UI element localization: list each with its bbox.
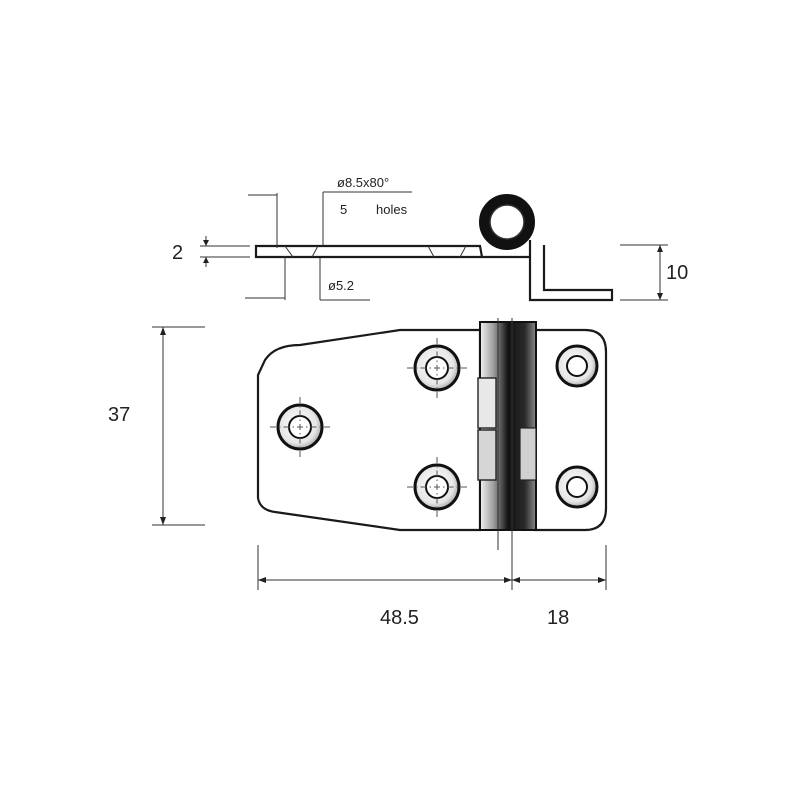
side-view: ø8.5x80° 5 holes ø5.2 2 10 xyxy=(172,175,688,302)
screw-hole xyxy=(407,338,467,398)
side-bent-leaf xyxy=(528,240,614,302)
countersink-marks xyxy=(284,245,467,258)
short-leaf-length-label: 18 xyxy=(547,607,569,629)
height-label: 10 xyxy=(666,262,688,284)
holes-count: 5 xyxy=(340,202,347,217)
knuckle-segment xyxy=(519,427,537,481)
thickness-label: 2 xyxy=(172,242,183,264)
side-plate xyxy=(254,244,484,259)
countersink-label: ø8.5x80° xyxy=(337,175,389,190)
knuckle-segment xyxy=(477,377,497,429)
screw-hole xyxy=(555,465,599,509)
short-leaf xyxy=(533,328,608,532)
knuckle-segment xyxy=(477,429,497,481)
screw-hole xyxy=(555,344,599,388)
width-label: 37 xyxy=(108,404,130,426)
top-view: 37 48.5 18 xyxy=(108,318,608,629)
leaf-length-label: 48.5 xyxy=(380,607,419,629)
screw-hole xyxy=(407,457,467,517)
knuckle-bore xyxy=(489,204,525,240)
holes-word: holes xyxy=(376,202,408,217)
hole-diameter-label: ø5.2 xyxy=(328,278,354,293)
screw-hole xyxy=(270,397,330,457)
long-leaf xyxy=(256,328,482,532)
